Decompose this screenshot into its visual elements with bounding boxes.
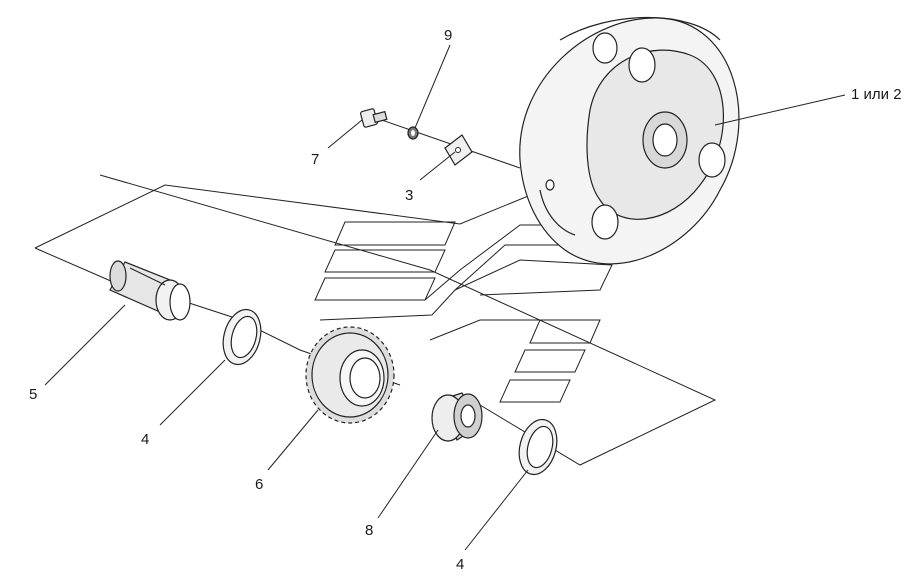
callout-4-left: 4: [141, 431, 149, 448]
section-hatching-right: [429, 319, 601, 403]
callout-9: 9: [444, 27, 452, 44]
axle-5: [109, 260, 191, 321]
axis-line-left: [34, 247, 121, 286]
shim-4-left: [222, 308, 262, 366]
shim-4-right: [518, 418, 558, 476]
callout-6: 6: [255, 476, 263, 493]
leader-1: [714, 94, 846, 126]
leader-3: [419, 151, 456, 181]
carrier-part: [519, 16, 740, 265]
lock-plate-3-hole: [455, 147, 461, 153]
bolt-7: [360, 108, 388, 128]
callout-1: 1 или 2: [851, 86, 902, 103]
callout-4-right: 4: [456, 556, 464, 573]
axis-line-upper: [34, 184, 556, 249]
axis-line-pin: [375, 117, 521, 169]
callout-5: 5: [29, 386, 37, 403]
leader-7: [327, 119, 363, 149]
leader-9: [414, 44, 451, 129]
leader-5: [44, 304, 126, 386]
bearing-8: [431, 392, 483, 442]
leader-6: [267, 409, 319, 471]
washer-9-hole: [411, 130, 415, 136]
leader-4b: [464, 469, 529, 551]
callout-3: 3: [405, 187, 413, 204]
leader-8: [377, 429, 439, 519]
callout-8: 8: [365, 522, 373, 539]
gear-6: [305, 326, 395, 424]
leader-lines: [44, 44, 846, 551]
leader-4a: [159, 359, 226, 426]
callout-7: 7: [311, 151, 319, 168]
callout-labels: 1 или 2 3 4 4 5 6 7 8 9: [29, 27, 902, 573]
